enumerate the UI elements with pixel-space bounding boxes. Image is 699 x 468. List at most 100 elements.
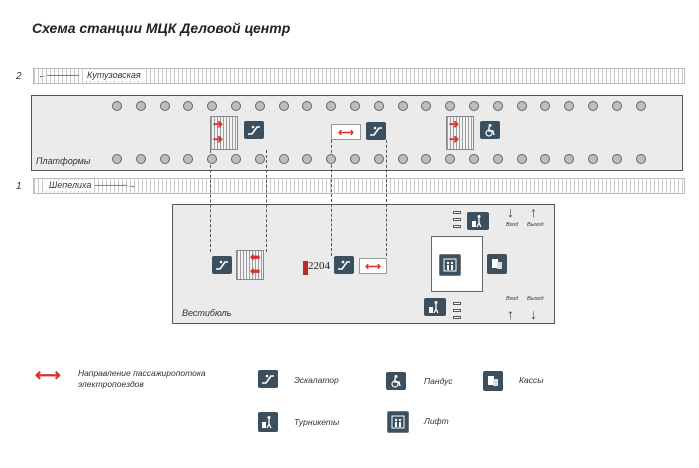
turnstile-icon (258, 412, 278, 432)
platform-column (493, 101, 503, 111)
platform-column (588, 154, 598, 164)
platform-column (612, 101, 622, 111)
platform-escalator-left-stairs (210, 116, 238, 150)
track-number-2: 2 (16, 71, 22, 82)
connector-line (266, 150, 267, 252)
platform-column (421, 101, 431, 111)
escalator-icon (366, 122, 386, 140)
platform-column (517, 154, 527, 164)
escalator-icon (244, 121, 264, 139)
escalator-icon (334, 256, 354, 274)
track-2-direction-label: Кутузовская (84, 70, 144, 81)
vestibule-badge: 2204 (308, 260, 330, 272)
platform-column (255, 154, 265, 164)
legend-flow-direction: Направление пассажиропотока электропоезд… (78, 368, 206, 389)
entry-arrow-down: ↓ (507, 204, 514, 220)
platform-column (374, 101, 384, 111)
turnstile-gate (453, 218, 461, 221)
platform-column (279, 154, 289, 164)
platform-column (445, 154, 455, 164)
track-number-1: 1 (16, 181, 22, 192)
platform-column (588, 101, 598, 111)
platform-column (469, 154, 479, 164)
flow-arrow-icon: ⬅⬅ (250, 250, 261, 278)
platform-column (160, 101, 170, 111)
platform-column (302, 154, 312, 164)
legend-ticket-office: Кассы (519, 375, 544, 385)
platform-column (160, 154, 170, 164)
platform-column (421, 154, 431, 164)
escalator-icon (258, 370, 278, 388)
platform-column (112, 154, 122, 164)
connector-line (386, 140, 387, 256)
ramp-icon (386, 372, 406, 390)
platform-column (207, 154, 217, 164)
flow-arrow-icon: ➔➔ (213, 117, 224, 146)
platform-column (564, 154, 574, 164)
legend-ramp: Пандус (424, 376, 453, 386)
platform-column (517, 101, 527, 111)
platform-column (374, 154, 384, 164)
platform-column (136, 154, 146, 164)
platform-column (350, 101, 360, 111)
platform-column (231, 101, 241, 111)
entry-label: Вход (506, 296, 519, 302)
platform-column (136, 101, 146, 111)
ramp-icon (480, 121, 500, 139)
lift-icon (387, 411, 409, 433)
page-title: Схема станции МЦК Деловой центр (32, 20, 291, 36)
platform-column (183, 154, 193, 164)
platform-column (279, 101, 289, 111)
turnstile-gate (453, 309, 461, 312)
track-1-direction-arrow: ─────→ (95, 180, 136, 190)
turnstile-icon (467, 212, 489, 230)
turnstile-gate (453, 225, 461, 228)
platform-ramp-right-stairs (446, 116, 474, 150)
badge-marker (303, 261, 308, 275)
platforms-label: Платформы (36, 156, 91, 166)
platform-column (612, 154, 622, 164)
platform-column (326, 154, 336, 164)
turnstile-gate (453, 302, 461, 305)
exit-label: Выход (527, 222, 544, 228)
flow-arrow-icon: ⟷ (35, 365, 61, 385)
ticket-office-icon (483, 371, 503, 391)
platform-column (445, 101, 455, 111)
platform-column (231, 154, 241, 164)
platform-column (636, 101, 646, 111)
platform-column (326, 101, 336, 111)
platform-column (183, 101, 193, 111)
legend-turnstiles: Турникеты (294, 417, 340, 427)
connector-line (331, 140, 332, 256)
track-2-direction-arrow: ←───── (38, 70, 79, 80)
vestibule-escalator-stairs (236, 250, 264, 280)
platform-column (302, 101, 312, 111)
lift-icon (439, 254, 461, 276)
platform-column (493, 154, 503, 164)
platform-column (350, 154, 360, 164)
ticket-office-icon (487, 254, 507, 274)
flow-arrow-icon: ➔➔ (449, 117, 460, 146)
exit-arrow-up: ↑ (530, 204, 537, 220)
connector-line (210, 150, 211, 252)
platform-column (469, 101, 479, 111)
flow-arrow-icon: ⟷ (331, 124, 361, 140)
platform-column (207, 101, 217, 111)
legend-escalator: Эскалатор (294, 375, 339, 385)
flow-arrow-icon: ⟷ (359, 258, 387, 274)
platform-column (540, 101, 550, 111)
platform-column (540, 154, 550, 164)
exit-arrow-down: ↓ (530, 306, 537, 322)
exit-label: Выход (527, 296, 544, 302)
escalator-icon (212, 256, 232, 274)
turnstile-gate (453, 316, 461, 319)
entry-arrow-up: ↑ (507, 306, 514, 322)
turnstile-gate (453, 211, 461, 214)
platform-column (398, 101, 408, 111)
turnstile-icon (424, 298, 446, 316)
track-2 (33, 68, 685, 84)
platform-column (112, 101, 122, 111)
track-1-direction-label: Шепелиха (46, 180, 95, 191)
entry-label: Вход (506, 222, 519, 228)
track-1 (33, 178, 685, 194)
